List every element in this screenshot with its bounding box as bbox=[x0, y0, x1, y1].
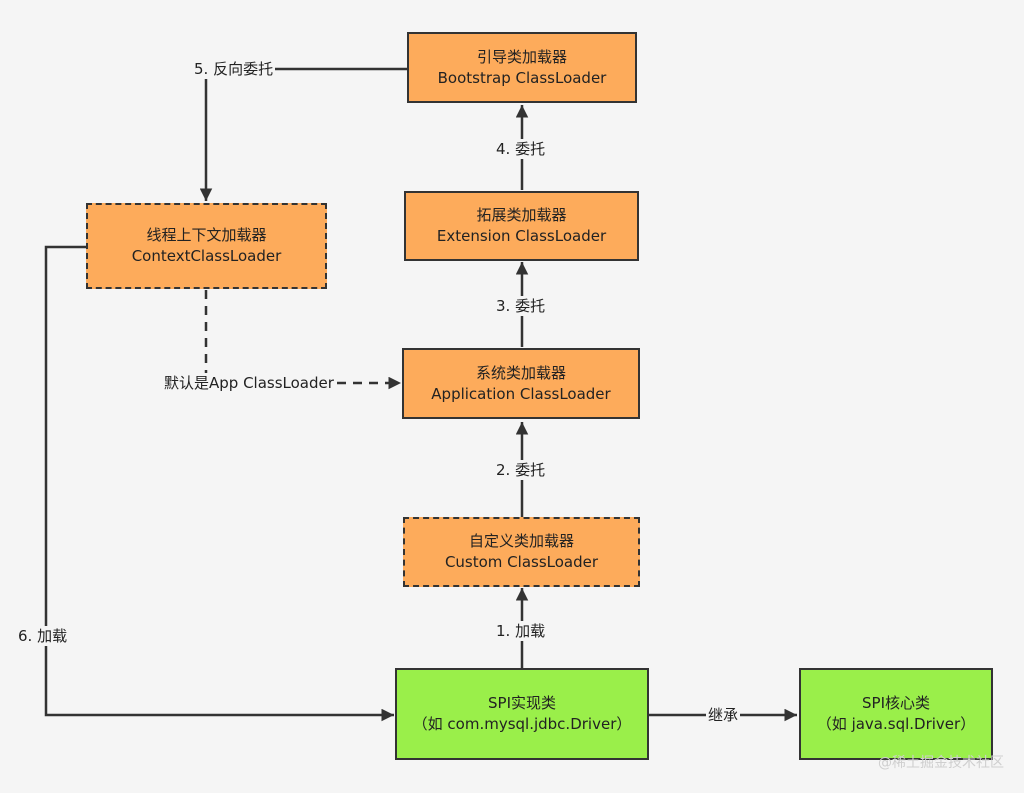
edge-default-app bbox=[204, 290, 401, 390]
node-spi-core: SPI核心类 （如 java.sql.Driver） bbox=[799, 668, 993, 760]
edge-label-reverse-delegate: 5. 反向委托 bbox=[192, 59, 276, 79]
node-subtitle: ContextClassLoader bbox=[131, 247, 282, 265]
edge-label-delegate-4: 4. 委托 bbox=[494, 139, 548, 159]
node-title: 线程上下文加载器 bbox=[146, 226, 267, 244]
node-title: 拓展类加载器 bbox=[476, 206, 567, 224]
edge-label-load-6: 6. 加载 bbox=[16, 626, 70, 646]
watermark: @稀土掘金技术社区 bbox=[878, 755, 1004, 771]
node-extension-classloader: 拓展类加载器 Extension ClassLoader bbox=[404, 191, 639, 261]
node-application-classloader: 系统类加载器 Application ClassLoader bbox=[402, 348, 640, 419]
node-subtitle: （如 java.sql.Driver） bbox=[816, 715, 976, 733]
node-subtitle: Custom ClassLoader bbox=[444, 553, 599, 571]
node-subtitle: Bootstrap ClassLoader bbox=[437, 68, 607, 87]
node-custom-classloader: 自定义类加载器 Custom ClassLoader bbox=[403, 517, 640, 587]
node-title: SPI核心类 bbox=[862, 694, 930, 712]
edge-load-6 bbox=[44, 245, 394, 722]
edge-reverse-delegate bbox=[199, 67, 407, 201]
node-subtitle: Application ClassLoader bbox=[431, 384, 611, 403]
node-context-classloader: 线程上下文加载器 ContextClassLoader bbox=[86, 203, 327, 289]
node-subtitle: Extension ClassLoader bbox=[436, 227, 607, 245]
node-spi-implementation: SPI实现类 （如 com.mysql.jdbc.Driver） bbox=[395, 668, 649, 760]
node-title: 系统类加载器 bbox=[475, 363, 566, 382]
node-bootstrap-classloader: 引导类加载器 Bootstrap ClassLoader bbox=[407, 32, 637, 103]
edge-label-inherit: 继承 bbox=[706, 705, 741, 725]
edge-label-delegate-3: 3. 委托 bbox=[494, 296, 548, 316]
edge-label-default-app: 默认是App ClassLoader bbox=[162, 373, 336, 393]
node-subtitle: （如 com.mysql.jdbc.Driver） bbox=[412, 715, 632, 733]
edge-label-load: 1. 加载 bbox=[494, 621, 548, 641]
node-title: SPI实现类 bbox=[488, 694, 556, 712]
edge-label-delegate-2: 2. 委托 bbox=[494, 460, 548, 480]
node-title: 引导类加载器 bbox=[476, 47, 567, 66]
node-title: 自定义类加载器 bbox=[468, 532, 574, 550]
